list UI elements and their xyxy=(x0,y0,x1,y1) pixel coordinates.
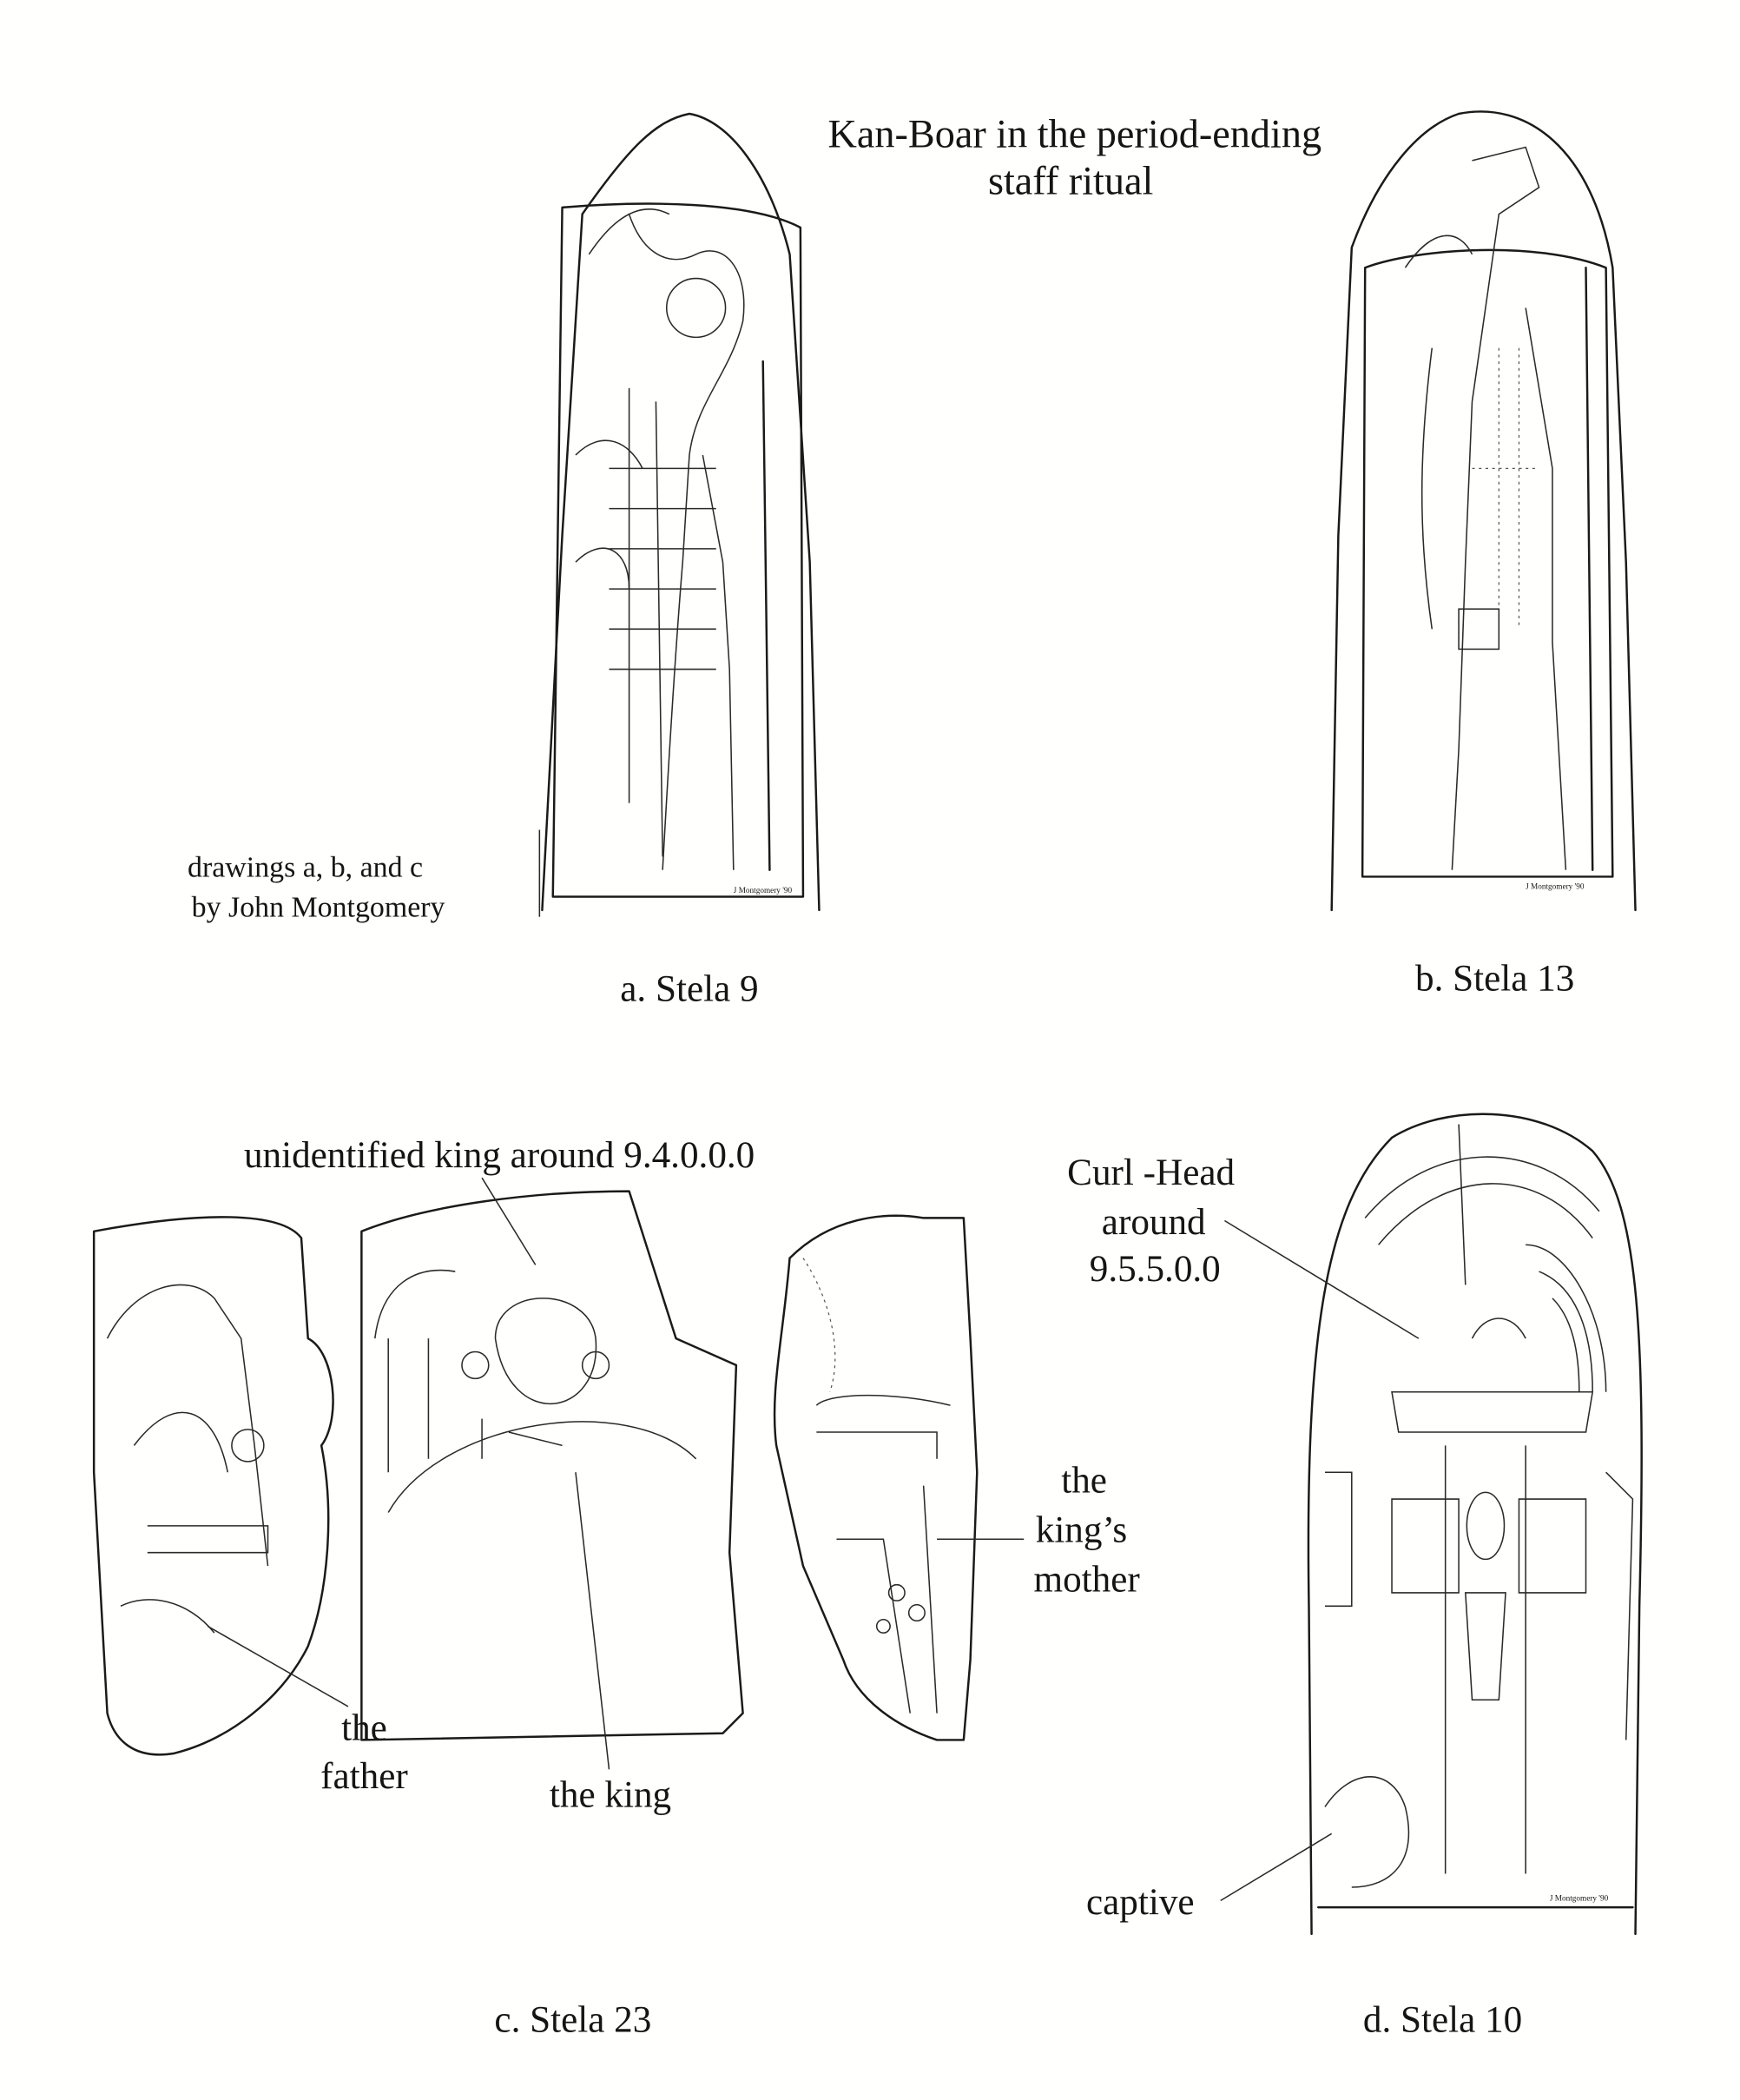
stela-9-drawing: J Montgomery '90 xyxy=(541,112,821,912)
mother-label-line2: king’s xyxy=(1036,1509,1127,1550)
curl-head-label-line1: Curl -Head xyxy=(1067,1152,1235,1193)
captive-label: captive xyxy=(1086,1882,1195,1923)
stela-13-signature: J Montgomery '90 xyxy=(1526,882,1585,890)
stela-13-drawing: J Montgomery '90 xyxy=(1330,110,1637,912)
stela-13-caption: b. Stela 13 xyxy=(1415,958,1574,999)
stela-10-signature: J Montgomery '90 xyxy=(1550,1893,1609,1902)
credit-line1: drawings a, b, and c xyxy=(188,851,423,883)
mother-label-line3: mother xyxy=(1034,1559,1140,1600)
stela-9-note-line1: Kan-Boar in the period-ending xyxy=(828,112,1322,156)
stela-10-drawing: J Montgomery '90 xyxy=(1307,1113,1643,1936)
stela-9-signature: J Montgomery '90 xyxy=(734,886,793,895)
curl-head-label-line3: 9.5.5.0.0 xyxy=(1090,1249,1221,1290)
king-label: the king xyxy=(550,1774,671,1815)
stela-23-caption: c. Stela 23 xyxy=(494,1999,651,2040)
father-label-line2: father xyxy=(320,1756,408,1797)
stela-9-caption: a. Stela 9 xyxy=(620,969,758,1010)
mother-label-line1: the xyxy=(1061,1460,1107,1501)
stela-23-drawing xyxy=(92,1190,979,1756)
credit-line2: by John Montgomery xyxy=(192,892,445,924)
stela-10-caption: d. Stela 10 xyxy=(1363,1999,1522,2040)
curl-head-label-line2: around xyxy=(1102,1202,1206,1243)
stela-23-label-top: unidentified king around 9.4.0.0.0 xyxy=(244,1135,755,1176)
stela-9-note-line2: staff ritual xyxy=(988,158,1153,202)
father-label-line1: the xyxy=(341,1707,387,1748)
